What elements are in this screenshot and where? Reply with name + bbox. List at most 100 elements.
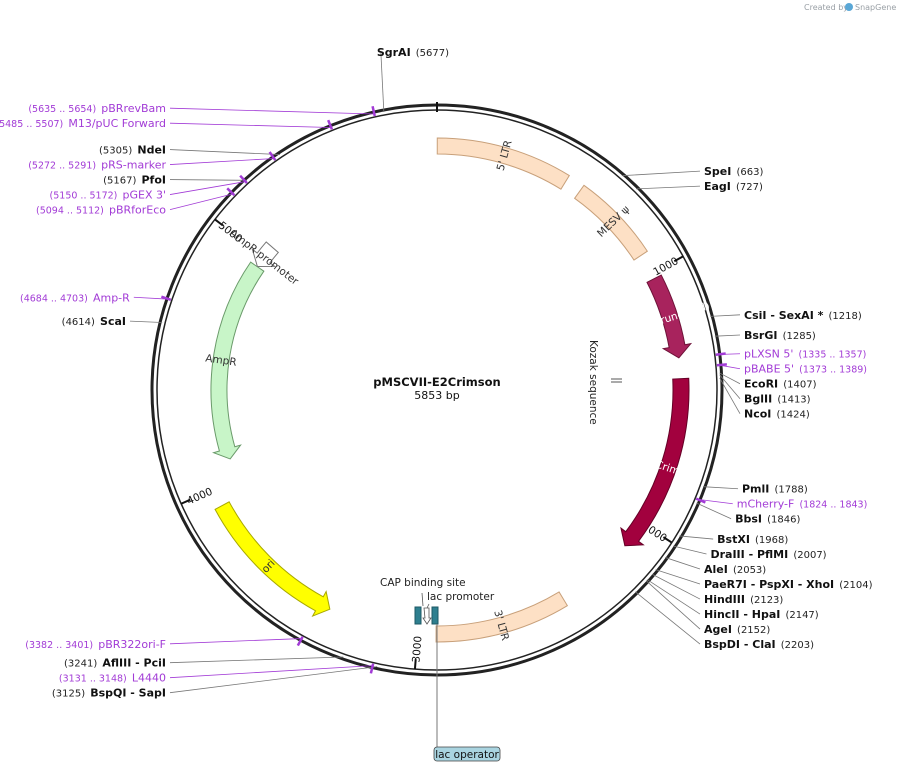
primer-label: pBABE 5' (1373 .. 1389): [744, 358, 867, 377]
site-name: CsiI - SexAI *: [744, 309, 824, 322]
site-label: AgeI (2152): [704, 618, 770, 637]
site-leader-line: [655, 569, 701, 585]
plasmid-length: 5853 bp: [414, 389, 459, 402]
site-label: (3125) BspQI - SapI: [52, 682, 166, 701]
primer-label: (4684 .. 4703) Amp-R: [20, 286, 130, 305]
site-leader-line: [169, 149, 280, 155]
credit-prefix: Created by: [804, 3, 848, 12]
site-position: (1285): [783, 331, 816, 342]
primer-name: pBR322ori-F: [98, 638, 166, 651]
primer-position: (3131 .. 3148): [59, 674, 127, 685]
site-position: (2007): [793, 550, 826, 561]
site-position: (5305): [99, 146, 132, 157]
primer-name: pRS-marker: [101, 159, 166, 172]
site-name: BglII: [744, 393, 772, 406]
site-label: PmlI (1788): [742, 478, 808, 497]
site-leader-line: [380, 51, 385, 113]
site-leader-line: [702, 486, 739, 490]
primer-position: (1335 .. 1357): [798, 350, 866, 361]
position-tick: [214, 218, 224, 227]
primer-leader-line: [169, 122, 332, 128]
primer-leader-line: [169, 107, 375, 115]
primer-leader-line: [169, 158, 275, 165]
primer-bind-mark: [695, 497, 706, 504]
site-position: (5677): [416, 48, 449, 59]
site-name: HindIII: [704, 593, 745, 606]
site-name: ScaI: [100, 315, 126, 328]
site-leader-line: [710, 314, 741, 317]
primer-bind-mark: [715, 352, 726, 356]
site-leader-line: [679, 535, 714, 540]
site-position: (2147): [785, 610, 818, 621]
5-ltr-arrow: [436, 137, 571, 190]
site-position: (3125): [52, 689, 85, 700]
site-position: (5167): [103, 176, 136, 187]
3-ltr-arrow: [435, 591, 569, 643]
site-leader-line: [714, 334, 741, 337]
site-leader-line: [719, 377, 741, 414]
site-position: (2123): [750, 595, 783, 606]
site-leader-line: [651, 573, 701, 600]
primer-bind-mark: [371, 105, 376, 117]
site-label: EagI (727): [704, 175, 763, 194]
site-leader-line: [169, 666, 378, 694]
site-label: SpeI (663): [704, 160, 763, 179]
primer-sites: (5635 .. 5654) pBRrevBam(5485 .. 5507) M…: [0, 102, 867, 685]
primer-bind-mark: [160, 295, 172, 302]
kozak-feature: Kozak sequence: [587, 340, 622, 425]
site-name: AleI: [704, 563, 728, 576]
site-name: PfoI: [142, 174, 167, 187]
primer-leader-line: [169, 193, 234, 210]
site-leader-line: [719, 372, 741, 385]
site-name: PaeR7I - PspXI - XhoI: [704, 578, 834, 591]
site-position: (2053): [733, 565, 766, 576]
site-name: BbsI: [735, 513, 762, 526]
primer-position: (5635 .. 5654): [28, 104, 96, 115]
primer-position: (5150 .. 5172): [50, 191, 118, 202]
site-position: (1424): [776, 410, 809, 421]
position-tick-label: 1000: [651, 255, 680, 278]
position-tick-label: 4000: [185, 486, 214, 508]
site-name: SgrAI: [377, 46, 411, 59]
site-name: BspQI - SapI: [90, 687, 166, 700]
cap-leader-line: [421, 592, 424, 607]
site-label: (4614) ScaI: [62, 310, 126, 329]
site-label: DraIII - PflMI (2007): [710, 543, 826, 562]
primer-name: pBRforEco: [109, 204, 166, 217]
lac-operator-box: [433, 746, 501, 762]
site-position: (2104): [839, 580, 872, 591]
site-position: (727): [736, 182, 763, 193]
position-tick: [662, 536, 673, 544]
site-position: (2152): [737, 625, 770, 636]
site-name: BstXI: [717, 533, 750, 546]
primer-position: (1824 .. 1843): [799, 500, 867, 511]
plasmid-name: pMSCVII-E2Crimson: [373, 375, 500, 389]
site-leader-line: [696, 502, 732, 520]
site-position: (4614): [62, 317, 95, 328]
site-position: (3241): [64, 659, 97, 670]
site-label: BsrGI (1285): [744, 324, 816, 343]
primer-name: Amp-R: [93, 291, 130, 304]
lac-promoter-leader-line: [426, 603, 430, 609]
site-label: PaeR7I - PspXI - XhoI (2104): [704, 573, 873, 592]
primer-label: (5485 .. 5507) M13/pUC Forward: [0, 112, 166, 131]
primer-label: (5150 .. 5172) pGEX 3': [50, 184, 166, 203]
site-label: HincII - HpaI (2147): [704, 603, 819, 622]
primer-name: pLXSN 5': [744, 348, 793, 361]
site-leader-line: [665, 557, 701, 570]
ampr-promoter-arrow: [251, 241, 280, 267]
plasmid-center: pMSCVII-E2Crimson 5853 bp: [373, 375, 500, 402]
primer-name: pGEX 3': [122, 189, 166, 202]
lac-operator-mark: [431, 606, 439, 625]
primer-name: mCherry-F: [737, 498, 795, 511]
primer-leader-line: [697, 499, 733, 505]
site-position: (663): [736, 167, 763, 178]
site-name: EcoRI: [744, 378, 778, 391]
site-name: BsrGI: [744, 329, 777, 342]
primer-label: (3382 .. 3401) pBR322ori-F: [25, 633, 166, 652]
site-name: NcoI: [744, 408, 771, 421]
restriction-sites: (5305) NdeI(5167) PfoI(4614) ScaI(3241) …: [52, 46, 873, 701]
ampr-label: AmpR: [205, 352, 238, 368]
primer-position: (1373 .. 1389): [799, 365, 867, 376]
site-position: (1218): [828, 311, 861, 322]
